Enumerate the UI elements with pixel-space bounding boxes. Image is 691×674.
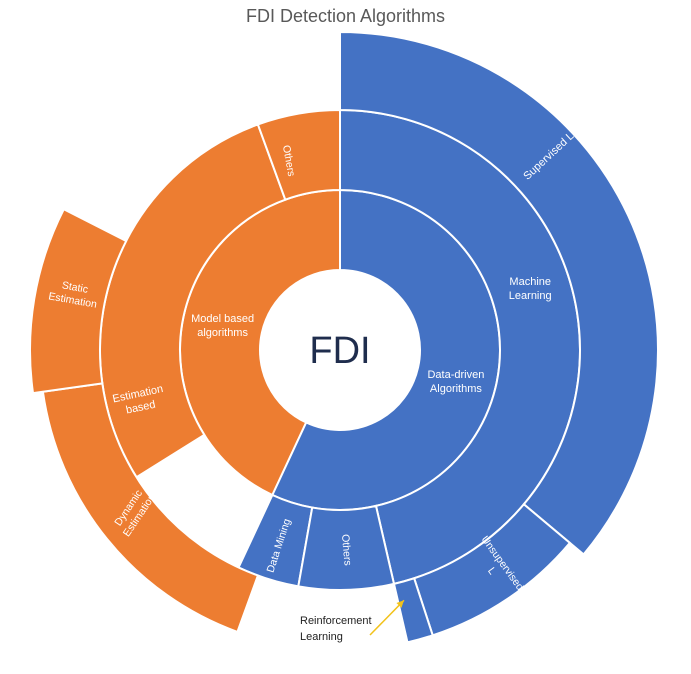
diagram-title: FDI Detection Algorithms: [245, 6, 446, 26]
center-hole: [261, 271, 419, 429]
segment-others-data: [297, 504, 396, 591]
segment-others-model: [256, 108, 341, 201]
center-label: FDI: [309, 330, 370, 372]
segment-dm: [237, 493, 314, 588]
segment-label-others-model: Others: [280, 144, 297, 177]
segment-label-others-data: Others: [339, 534, 354, 566]
callout-arrowhead: [396, 600, 404, 608]
segment-supervised: [339, 30, 659, 556]
segment-static: [29, 207, 128, 395]
segment-reinforcement: [392, 576, 434, 644]
callout-arrow-line: [369, 599, 405, 636]
